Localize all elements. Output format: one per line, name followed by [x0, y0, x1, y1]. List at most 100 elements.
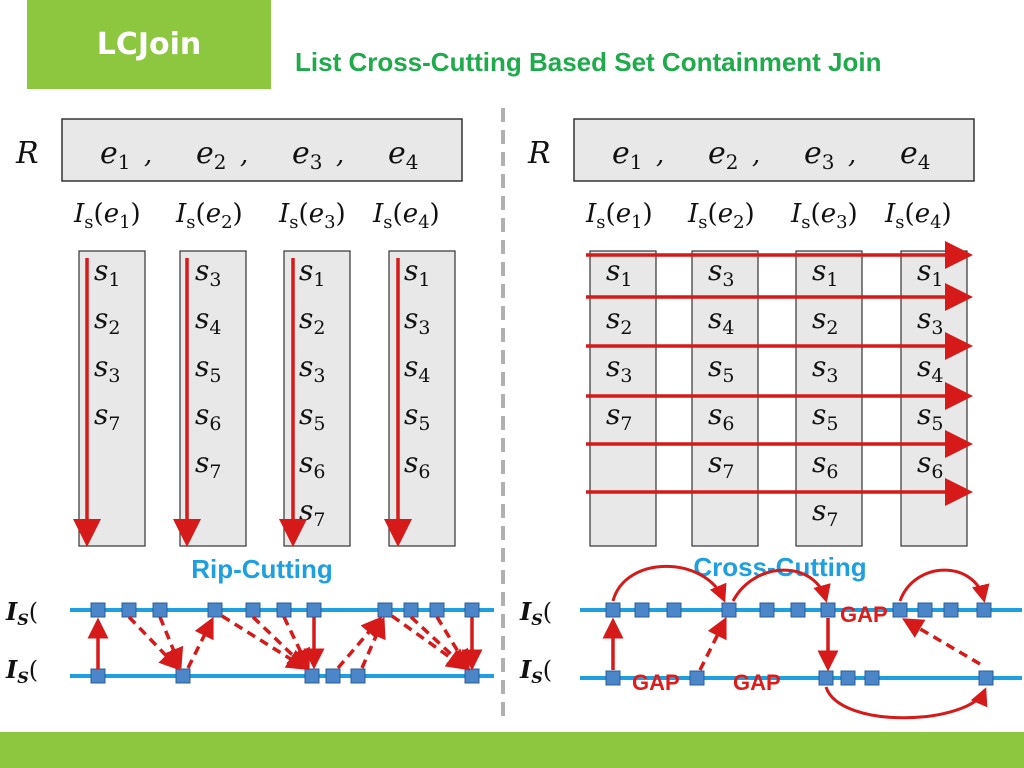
right-record-comma: ,	[848, 140, 856, 170]
right-list-item: s1	[917, 254, 943, 291]
right-list-box	[795, 250, 863, 547]
join-arrow	[158, 616, 184, 670]
right-record-element: e1	[612, 136, 643, 174]
left-list-item: s3	[299, 350, 325, 387]
right-list-box	[589, 250, 657, 547]
list-node	[605, 670, 621, 686]
list-node	[175, 668, 191, 684]
right-record-comma: ,	[752, 140, 760, 170]
list-node	[207, 602, 223, 618]
left-row-label-top: IS(	[5, 597, 38, 629]
right-list-item: s3	[606, 350, 632, 387]
left-record-element: e1	[100, 136, 131, 174]
left-list-item: s7	[195, 446, 221, 483]
right-list-item: s1	[812, 254, 838, 291]
right-record-box	[573, 118, 975, 182]
right-list-item: s3	[708, 254, 734, 291]
join-arrow	[127, 615, 181, 671]
skip-arrow	[898, 568, 990, 603]
right-list-header: Is(e4)	[884, 199, 952, 233]
left-list-item: s4	[195, 302, 221, 339]
join-arrow	[360, 616, 386, 669]
right-list-item: s4	[917, 350, 943, 387]
list-node	[350, 668, 366, 684]
left-list-item: s5	[299, 398, 325, 435]
list-node	[605, 602, 621, 618]
left-list-item: s6	[299, 446, 325, 483]
left-list-item: s3	[195, 254, 221, 291]
list-node	[892, 602, 908, 618]
list-node	[403, 602, 419, 618]
right-list-item: s3	[812, 350, 838, 387]
left-record-comma: ,	[240, 140, 248, 170]
right-list-box	[691, 250, 759, 547]
slide-title: List Cross-Cutting Based Set Containment…	[295, 47, 882, 77]
left-list-item: s6	[404, 446, 430, 483]
right-list-item: s4	[708, 302, 734, 339]
list-node	[864, 670, 880, 686]
left-record-comma: ,	[336, 140, 344, 170]
gap-label: GAP	[632, 670, 680, 695]
cross-cutting-caption: Cross-Cutting	[693, 552, 866, 582]
right-list-header: Is(e2)	[687, 199, 755, 233]
right-list-item: s5	[917, 398, 943, 435]
skip-arrow	[824, 686, 988, 720]
list-node	[943, 602, 959, 618]
skip-arrow	[731, 568, 831, 603]
list-node	[325, 668, 341, 684]
right-list-item: s2	[606, 302, 632, 339]
left-list-item: s3	[94, 350, 120, 387]
right-list-item: s6	[812, 446, 838, 483]
left-list-item: s7	[94, 398, 120, 435]
list-node	[245, 602, 261, 618]
list-node	[276, 602, 292, 618]
gap-label: GAP	[733, 670, 781, 695]
join-arrow	[221, 614, 308, 670]
left-record-comma: ,	[144, 140, 152, 170]
list-node	[978, 670, 994, 686]
left-list-item: s4	[404, 350, 430, 387]
list-node	[689, 670, 705, 686]
left-list-item: s1	[94, 254, 120, 291]
list-node	[917, 602, 933, 618]
right-row-label-bottom: IS(	[519, 655, 552, 687]
right-list-item: s3	[917, 302, 943, 339]
list-node	[818, 670, 834, 686]
gap-label: GAP	[840, 602, 888, 627]
left-list-box	[283, 250, 351, 547]
right-list-item: s7	[812, 494, 838, 531]
list-node	[304, 668, 320, 684]
left-list-box	[179, 250, 247, 547]
list-node	[790, 602, 806, 618]
left-list-item: s5	[195, 350, 221, 387]
left-list-item: s2	[94, 302, 120, 339]
left-list-header: Is(e1)	[73, 199, 141, 233]
right-r-label: R	[527, 136, 551, 171]
left-list-box	[388, 250, 456, 547]
list-node	[377, 602, 393, 618]
right-record-comma: ,	[656, 140, 664, 170]
left-list-item: s1	[404, 254, 430, 291]
right-record-element: e3	[804, 136, 835, 174]
join-arrow	[901, 618, 981, 666]
right-list-item: s7	[606, 398, 632, 435]
join-arrow	[251, 615, 309, 671]
left-record-element: e3	[292, 136, 323, 174]
right-list-item: s5	[708, 350, 734, 387]
list-node	[90, 668, 106, 684]
right-list-item: s5	[812, 398, 838, 435]
footer-bar	[0, 732, 1024, 768]
join-arrow	[409, 615, 469, 671]
left-list-item: s2	[299, 302, 325, 339]
left-record-element: e2	[196, 136, 227, 174]
list-node	[759, 602, 775, 618]
left-row-label-bottom: IS(	[5, 655, 38, 687]
left-list-item: s1	[299, 254, 325, 291]
left-list-item: s5	[404, 398, 430, 435]
left-list-header: Is(e2)	[175, 199, 243, 233]
right-row-label-top: IS(	[519, 597, 552, 629]
right-list-item: s6	[708, 398, 734, 435]
left-list-item: s3	[404, 302, 430, 339]
right-list-item: s2	[812, 302, 838, 339]
